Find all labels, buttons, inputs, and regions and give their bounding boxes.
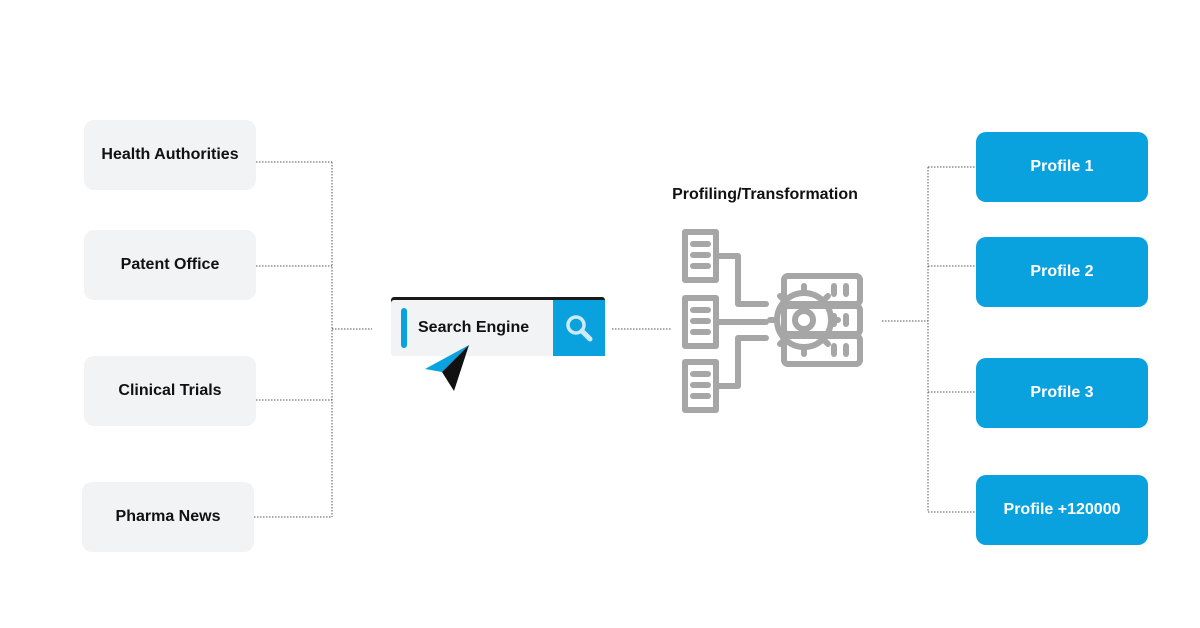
- profile-label: Profile +120000: [1003, 501, 1121, 518]
- source-clinical-trials: Clinical Trials: [84, 356, 256, 426]
- text-caret: [401, 308, 407, 348]
- search-engine-bar[interactable]: Search Engine: [391, 300, 605, 356]
- search-engine-label: Search Engine: [418, 319, 530, 336]
- profile-label: Profile 1: [1030, 158, 1094, 175]
- mouse-pointer-icon: [425, 345, 469, 391]
- processing-title: Profiling/Transformation: [672, 186, 858, 203]
- profile-3: Profile 3: [976, 358, 1148, 428]
- profile-label: Profile 2: [1030, 263, 1094, 280]
- magnifier-icon: [566, 315, 593, 342]
- profile-1: Profile 1: [976, 132, 1148, 202]
- source-label: Health Authorities: [101, 146, 239, 163]
- source-label: Patent Office: [120, 256, 220, 273]
- profile-4: Profile +120000: [976, 475, 1148, 545]
- profile-label: Profile 3: [1030, 384, 1094, 401]
- source-label: Clinical Trials: [118, 382, 222, 399]
- documents-to-database-gear-icon: [682, 229, 863, 413]
- search-button[interactable]: [553, 300, 605, 356]
- profile-2: Profile 2: [976, 237, 1148, 307]
- source-pharma-news: Pharma News: [82, 482, 254, 552]
- source-patent-office: Patent Office: [84, 230, 256, 300]
- source-label: Pharma News: [115, 508, 221, 525]
- source-health-authorities: Health Authorities: [84, 120, 256, 190]
